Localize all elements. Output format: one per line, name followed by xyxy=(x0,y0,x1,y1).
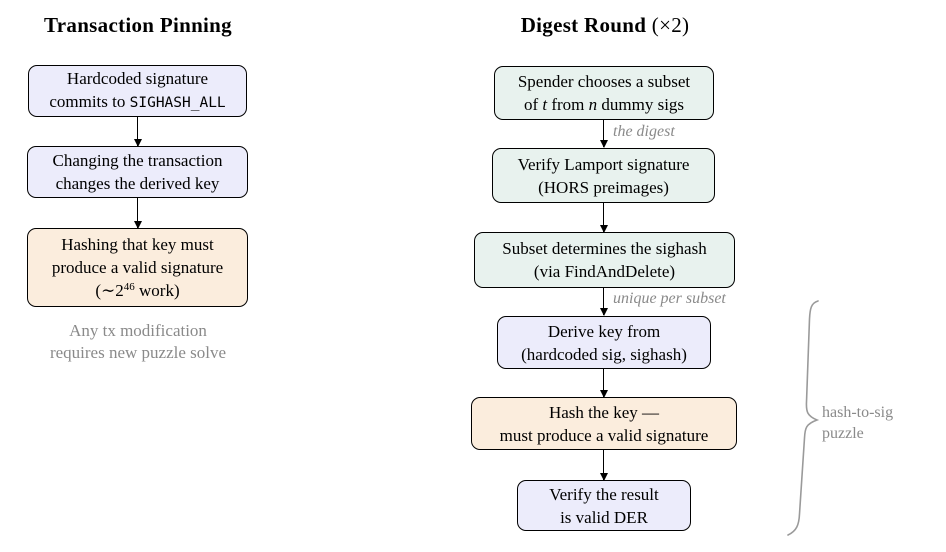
node-hardcoded-signature: Hardcoded signature commits to SIGHASH_A… xyxy=(28,65,247,117)
node-line: of t from n dummy sigs xyxy=(524,93,684,116)
node-text: work) xyxy=(134,281,180,300)
node-text: Changing the transaction xyxy=(52,151,223,170)
node-text: dummy sigs xyxy=(597,95,685,114)
flow-arrow xyxy=(599,288,608,316)
node-spender-subset: Spender chooses a subset of t from n dum… xyxy=(494,66,714,120)
brace-label: hash-to-sig puzzle xyxy=(822,402,893,444)
node-text: (HORS preimages) xyxy=(538,177,669,197)
edge-label-the-digest: the digest xyxy=(613,123,675,140)
node-text: Hardcoded signature xyxy=(66,69,209,88)
right-column-title: Digest Round (×2) xyxy=(469,13,741,38)
node-text: produce a valid signature xyxy=(51,258,224,277)
flow-arrow xyxy=(599,369,608,398)
node-text: (via FindAndDelete) xyxy=(533,262,676,281)
node-text: Verify the result xyxy=(549,484,659,504)
node-text: is valid DER xyxy=(560,507,648,527)
node-line: (∼246 work) xyxy=(95,279,179,302)
exponent-text: 46 xyxy=(123,281,135,293)
node-verify-lamport: Verify Lamport signature (HORS preimages… xyxy=(492,148,715,203)
flow-arrow xyxy=(599,450,608,481)
right-title-math: (×2) xyxy=(651,13,690,37)
footnote-line: requires new puzzle solve xyxy=(49,343,227,362)
node-verify-der: Verify the result is valid DER xyxy=(517,480,691,531)
left-title-text: Transaction Pinning xyxy=(44,13,232,37)
flow-arrow xyxy=(133,198,142,229)
node-text: Subset determines the sighash xyxy=(502,239,707,258)
math-var: t xyxy=(542,95,548,114)
node-subset-sighash: Subset determines the sighash (via FindA… xyxy=(474,232,735,288)
grouping-brace xyxy=(787,300,820,536)
node-hash-the-key: Hash the key — must produce a valid sign… xyxy=(471,397,737,450)
node-text: Hash the key — xyxy=(548,402,659,422)
flow-arrow xyxy=(133,117,142,147)
node-text: must produce a valid signature xyxy=(499,425,709,445)
node-hashing-key-work: Hashing that key must produce a valid si… xyxy=(27,228,248,307)
edge-label-unique-per-subset: unique per subset xyxy=(613,290,726,307)
node-line: commits to SIGHASH_ALL xyxy=(49,90,225,115)
node-text: (hardcoded sig, sighash) xyxy=(521,344,687,364)
brace-label-line: puzzle xyxy=(822,425,864,442)
node-text: Hashing that key must xyxy=(61,235,214,254)
node-changing-transaction: Changing the transaction changes the der… xyxy=(27,146,248,198)
node-text: Spender chooses a subset xyxy=(517,72,691,91)
math-var: n xyxy=(588,95,598,114)
footnote-line: Any tx modification xyxy=(69,321,207,340)
code-token: SIGHASH_ALL xyxy=(129,95,226,111)
node-derive-key: Derive key from (hardcoded sig, sighash) xyxy=(497,316,711,369)
node-text: commits to xyxy=(49,92,130,111)
node-text: Derive key from xyxy=(547,321,661,341)
left-footnote: Any tx modification requires new puzzle … xyxy=(0,320,276,364)
node-line: Hardcoded signature xyxy=(67,67,208,90)
left-column-title: Transaction Pinning xyxy=(0,13,276,38)
right-title-text: Digest Round xyxy=(520,13,652,37)
node-text: from xyxy=(547,95,589,114)
node-text: (∼2 xyxy=(95,281,124,300)
flow-arrow xyxy=(599,203,608,233)
flow-arrow xyxy=(599,120,608,148)
node-text: Verify Lamport signature xyxy=(517,154,690,174)
node-text: changes the derived key xyxy=(55,174,220,193)
node-text: of xyxy=(523,95,543,114)
brace-label-line: hash-to-sig xyxy=(822,404,894,421)
